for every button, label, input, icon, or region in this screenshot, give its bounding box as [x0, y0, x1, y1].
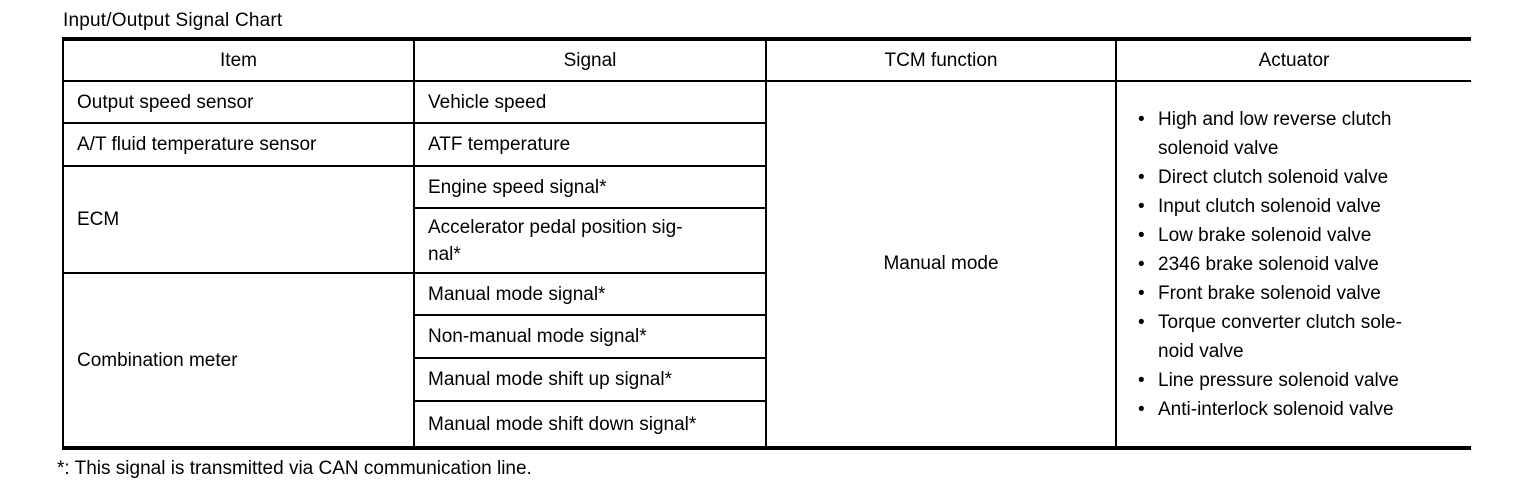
actuator-item: High and low reverse clutch solenoid val… — [1131, 105, 1467, 163]
cell-item-ecm: ECM — [62, 165, 415, 274]
cell-item-atf-sensor: A/T fluid temperature sensor — [62, 122, 415, 167]
actuator-item: Low brake solenoid valve — [1131, 221, 1467, 250]
actuator-item: Line pressure solenoid valve — [1131, 366, 1467, 395]
io-signal-table: Item Signal TCM function Actuator Output… — [62, 37, 1471, 450]
cell-signal-manual-mode-shift-up: Manual mode shift up signal* — [413, 357, 766, 402]
cell-signal-atf-temperature: ATF temperature — [413, 122, 766, 167]
cell-signal-manual-mode-shift-down: Manual mode shift down signal* — [413, 400, 766, 449]
table-header-row: Item Signal TCM function Actuator — [62, 38, 1471, 82]
column-header-actuator: Actuator — [1115, 38, 1471, 82]
table-row-combi-shift-up: Manual mode shift up signal* — [63, 357, 1471, 402]
cell-signal-manual-mode: Manual mode signal* — [413, 272, 766, 316]
actuator-item: Input clutch solenoid valve — [1131, 192, 1467, 221]
actuator-list: High and low reverse clutch solenoid val… — [1131, 105, 1467, 424]
table-row-ecm-engine-speed: ECM Engine speed signal* — [62, 165, 1471, 274]
cell-item-combination-meter: Combination meter — [62, 272, 415, 449]
actuator-item: Front brake solenoid valve — [1131, 279, 1467, 308]
cell-signal-engine-speed: Engine speed signal* — [413, 165, 766, 209]
actuator-item: Torque converter clutch sole- noid valve — [1131, 308, 1467, 366]
table-row-combi-shift-down: Manual mode shift down signal* — [63, 400, 1471, 449]
table-row-output-speed: Output speed sensor Vehicle speed Manual… — [62, 80, 1471, 449]
cell-tcm-function-manual-mode: Manual mode — [765, 80, 1117, 449]
cell-signal-non-manual-mode: Non-manual mode signal* — [413, 314, 766, 359]
page-title: Input/Output Signal Chart — [63, 10, 283, 31]
actuator-item: Direct clutch solenoid valve — [1131, 163, 1467, 192]
actuator-item: Anti-interlock solenoid valve — [1131, 395, 1467, 424]
table-row-combi-non-manual-mode: Non-manual mode signal* — [63, 314, 1471, 359]
table-row-atf: A/T fluid temperature sensor ATF tempera… — [62, 122, 1471, 167]
cell-signal-vehicle-speed: Vehicle speed — [413, 80, 767, 124]
actuator-item: 2346 brake solenoid valve — [1131, 250, 1467, 279]
cell-item-output-speed-sensor: Output speed sensor — [62, 80, 415, 124]
table-row-ecm-accel-pedal: Accelerator pedal position sig- nal* — [63, 207, 1471, 274]
table-row-combi-manual-mode: Combination meter Manual mode signal* — [62, 272, 1471, 449]
cell-signal-accelerator-pedal-position: Accelerator pedal position sig- nal* — [413, 207, 766, 274]
cell-actuator-list: High and low reverse clutch solenoid val… — [1115, 80, 1471, 449]
column-header-signal: Signal — [413, 38, 767, 82]
column-header-item: Item — [62, 38, 415, 82]
column-header-tcm-function: TCM function — [765, 38, 1117, 82]
footnote: *: This signal is transmitted via CAN co… — [57, 458, 532, 479]
